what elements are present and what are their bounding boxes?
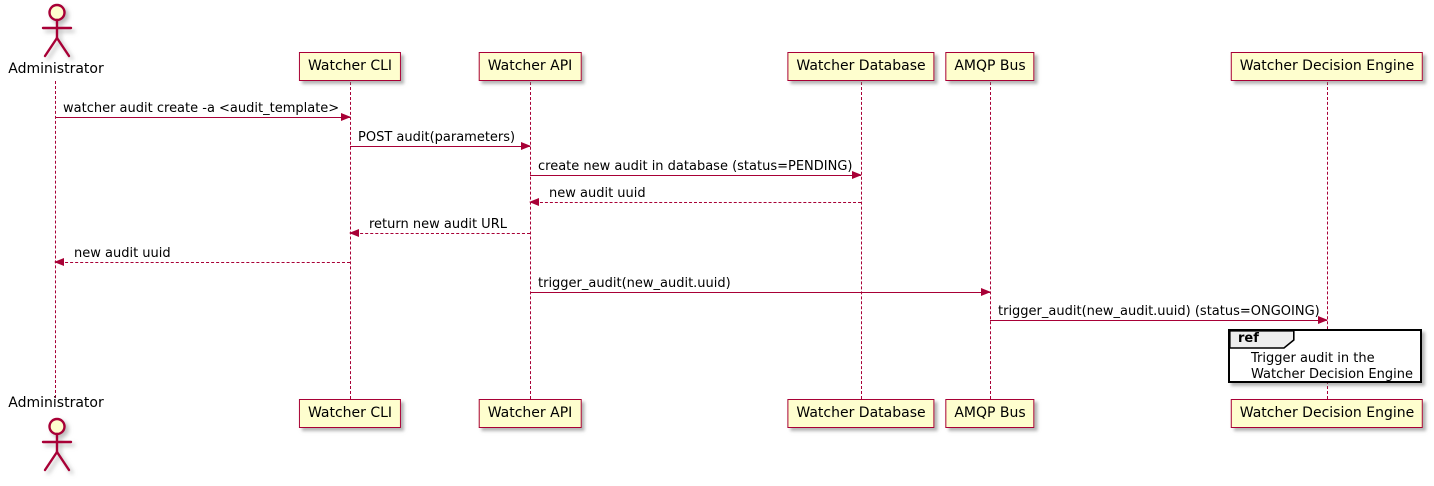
lifeline-watcher-cli — [350, 82, 351, 399]
arrow-right-icon — [981, 288, 991, 296]
ref-text-line: Watcher Decision Engine — [1251, 366, 1413, 382]
message-audit-create: watcher audit create -a <audit_template> — [55, 101, 351, 121]
message-label: POST audit(parameters) — [358, 130, 516, 145]
participant-top-watcher-api: Watcher API — [478, 52, 582, 81]
message-label: create new audit in database (status=PEN… — [538, 159, 853, 174]
participant-top-amqp-bus: AMQP Bus — [945, 52, 1035, 81]
message-label: trigger_audit(new_audit.uuid) (status=ON… — [998, 304, 1320, 319]
message-line — [530, 292, 990, 293]
message-label: watcher audit create -a <audit_template> — [63, 101, 340, 116]
lifeline-watcher-database — [861, 82, 862, 399]
message-trigger-audit: trigger_audit(new_audit.uuid) — [530, 276, 991, 296]
arrow-right-icon — [521, 142, 531, 150]
message-return-audit-url: return new audit URL — [349, 217, 530, 237]
message-trigger-audit-ongoing: trigger_audit(new_audit.uuid) (status=ON… — [990, 304, 1328, 324]
ref-keyword: ref — [1238, 331, 1259, 346]
ref-pentagon-icon — [1229, 330, 1295, 349]
ref-body: Trigger audit in the Watcher Decision En… — [1251, 351, 1413, 382]
message-create-new-audit: create new audit in database (status=PEN… — [530, 159, 862, 179]
administrator-actor-icon — [41, 417, 73, 472]
participant-bottom-watcher-cli: Watcher CLI — [298, 399, 402, 428]
message-post-audit: POST audit(parameters) — [350, 130, 531, 150]
participant-top-watcher-database: Watcher Database — [787, 52, 935, 81]
message-line — [530, 175, 861, 176]
arrow-right-icon — [852, 171, 862, 179]
lifeline-administrator — [55, 81, 56, 398]
ref-text-line: Trigger audit in the — [1251, 351, 1375, 366]
message-line — [55, 117, 350, 118]
message-line — [55, 262, 350, 263]
participant-top-watcher-decision-engine: Watcher Decision Engine — [1230, 52, 1424, 81]
arrow-right-icon — [341, 113, 351, 121]
arrow-right-icon — [1318, 316, 1328, 324]
message-label: new audit uuid — [74, 246, 171, 261]
message-line — [530, 202, 861, 203]
participant-top-watcher-cli: Watcher CLI — [298, 52, 402, 81]
lifeline-watcher-api — [530, 82, 531, 399]
participant-bottom-watcher-database: Watcher Database — [787, 399, 935, 428]
message-line — [350, 233, 530, 234]
message-label: trigger_audit(new_audit.uuid) — [538, 276, 731, 291]
ref-header: ref — [1229, 330, 1295, 349]
participant-bottom-watcher-decision-engine: Watcher Decision Engine — [1230, 399, 1424, 428]
message-line — [990, 320, 1327, 321]
participant-bottom-watcher-api: Watcher API — [478, 399, 582, 428]
actor-label-administrator-bottom: Administrator — [8, 395, 104, 411]
message-label: new audit uuid — [549, 186, 646, 201]
arrow-left-icon — [349, 229, 359, 237]
message-label: return new audit URL — [369, 217, 507, 232]
arrow-left-icon — [529, 198, 539, 206]
participant-bottom-amqp-bus: AMQP Bus — [945, 399, 1035, 428]
message-new-audit-uuid-cli: new audit uuid — [54, 246, 350, 266]
lifeline-amqp-bus — [990, 82, 991, 399]
actor-label-administrator-top: Administrator — [8, 61, 104, 77]
administrator-actor-icon — [41, 3, 73, 58]
arrow-left-icon — [54, 258, 64, 266]
lifeline-watcher-decision-engine — [1327, 82, 1328, 399]
message-new-audit-uuid-db: new audit uuid — [529, 186, 861, 206]
message-line — [350, 146, 530, 147]
ref-fragment: ref Trigger audit in the Watcher Decisio… — [1228, 329, 1422, 383]
